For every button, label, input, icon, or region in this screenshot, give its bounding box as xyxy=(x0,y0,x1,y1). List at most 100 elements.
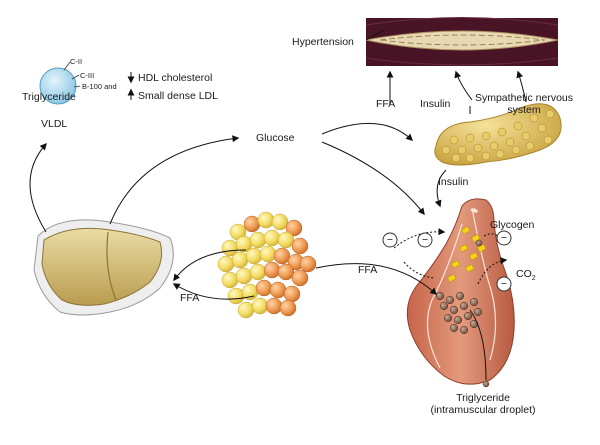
fat-cell-yellow xyxy=(249,231,267,249)
hdl-label: HDL cholesterol xyxy=(138,72,213,84)
lipid-droplet xyxy=(469,297,479,307)
lipid-droplet xyxy=(455,291,465,301)
fat-cell-yellow xyxy=(237,301,255,319)
pancreas-lobule xyxy=(505,137,515,147)
pancreas-lobule xyxy=(543,135,553,145)
minus-sign-3: − xyxy=(500,232,508,244)
lipid-droplet xyxy=(445,295,455,305)
minus-sign-2: − xyxy=(421,234,429,246)
fat-cell-yellow xyxy=(235,267,253,285)
lipid-droplet xyxy=(435,291,445,301)
fat-cell-yellow xyxy=(271,213,289,231)
pancreas-lobule xyxy=(521,131,531,141)
pancreas-lobule xyxy=(525,141,535,151)
co2-subscript: 2 xyxy=(531,275,536,283)
fat-cell-orange xyxy=(265,297,283,315)
fat-cell-orange xyxy=(269,281,287,299)
lipid-droplet xyxy=(459,301,469,311)
adipose-tissue xyxy=(217,211,317,319)
fat-cell-orange xyxy=(243,215,261,233)
vldl-triglyceride-label: Triglyceride xyxy=(22,91,76,103)
pancreas-lobule xyxy=(481,131,491,141)
pancreas-lobule xyxy=(513,121,523,131)
fat-cell-yellow xyxy=(277,231,295,249)
fat-cell-orange xyxy=(299,255,317,273)
fat-cell-yellow xyxy=(257,211,275,229)
sympathetic-label: Sympathetic nervous system xyxy=(468,92,580,116)
triglyceride-marker xyxy=(482,380,490,388)
triglyceride-droplet-label: Triglyceride (intramuscular droplet) xyxy=(408,392,558,416)
vldl-particle xyxy=(39,61,81,105)
glycogen-block xyxy=(471,233,481,243)
glycogen-block xyxy=(461,225,471,235)
lipid-droplets xyxy=(435,291,483,335)
sympathetic-label-line2: system xyxy=(507,104,541,116)
glycogen-block xyxy=(451,259,461,269)
apo-c3-label: C-III xyxy=(80,71,95,80)
lipid-droplet xyxy=(449,305,459,315)
pancreas-lobule xyxy=(545,109,555,119)
lipid-droplet xyxy=(463,311,473,321)
triglyceride-label-line1: Triglyceride xyxy=(456,392,510,404)
pancreas-lobule xyxy=(457,145,467,155)
glycogen-block xyxy=(447,273,457,283)
lipid-droplet xyxy=(459,325,469,335)
glucose-label: Glucose xyxy=(256,132,295,144)
pancreas-lobule xyxy=(449,135,459,145)
inhibition-markers xyxy=(382,230,512,292)
fat-cell-orange xyxy=(273,247,291,265)
pancreas-lobule xyxy=(441,145,451,155)
lipid-droplet xyxy=(473,307,483,317)
co2-text: CO xyxy=(516,268,532,280)
hypertension-label: Hypertension xyxy=(292,36,354,48)
fat-cell-orange xyxy=(291,237,309,255)
minus-sign-4: − xyxy=(500,278,508,290)
pancreas-lobule xyxy=(465,153,475,163)
lipid-droplet xyxy=(439,301,449,311)
insulin-top-label: Insulin xyxy=(420,98,451,110)
pancreas-lobule xyxy=(465,133,475,143)
fat-cell-yellow xyxy=(221,271,239,289)
fat-cell-orange xyxy=(291,269,309,287)
co2-label: CO2 xyxy=(516,268,536,285)
sympathetic-label-line1: Sympathetic nervous xyxy=(474,92,574,104)
pancreas-lobule xyxy=(451,153,461,163)
fat-cell-yellow xyxy=(263,229,281,247)
triglyceride-label-line2: (intramuscular droplet) xyxy=(430,404,536,416)
glycogen-deposits xyxy=(447,225,487,283)
pancreas-lobule xyxy=(495,149,505,159)
pancreas-lobule xyxy=(529,113,539,123)
glycogen-block xyxy=(469,251,479,261)
fat-cell-yellow xyxy=(217,255,235,273)
pancreas xyxy=(434,103,562,166)
lipid-droplet xyxy=(453,315,463,325)
small-dense-ldl-label: Small dense LDL xyxy=(138,90,218,102)
fat-cell-orange xyxy=(285,219,303,237)
lipid-droplet xyxy=(449,323,459,333)
liver xyxy=(33,219,174,316)
flow-arrows xyxy=(29,29,527,381)
lipid-droplet xyxy=(443,313,453,323)
pancreas-lobule xyxy=(473,143,483,153)
fat-cell-yellow xyxy=(251,297,269,315)
fat-cell-orange xyxy=(263,261,281,279)
fat-cell-yellow xyxy=(227,287,245,305)
pancreas-lobule xyxy=(489,141,499,151)
fat-cell-yellow xyxy=(245,247,263,265)
blood-vessel xyxy=(365,17,559,66)
fat-cell-yellow xyxy=(249,263,267,281)
vldl-label: VLDL xyxy=(41,118,68,130)
glycogen-pointer xyxy=(475,239,483,247)
glycogen-block xyxy=(465,263,475,273)
fat-cell-yellow xyxy=(231,251,249,269)
glycogen-block xyxy=(477,243,487,253)
pancreas-lobule xyxy=(537,123,547,133)
minus-sign-1: − xyxy=(386,234,394,246)
apo-b100-label: B-100 and xyxy=(82,82,117,91)
insulin-pancreas-label: Insulin xyxy=(438,176,469,188)
glycogen-label: Glycogen xyxy=(490,219,535,231)
pancreas-lobule xyxy=(511,145,521,155)
pancreas-lobule xyxy=(481,151,491,161)
